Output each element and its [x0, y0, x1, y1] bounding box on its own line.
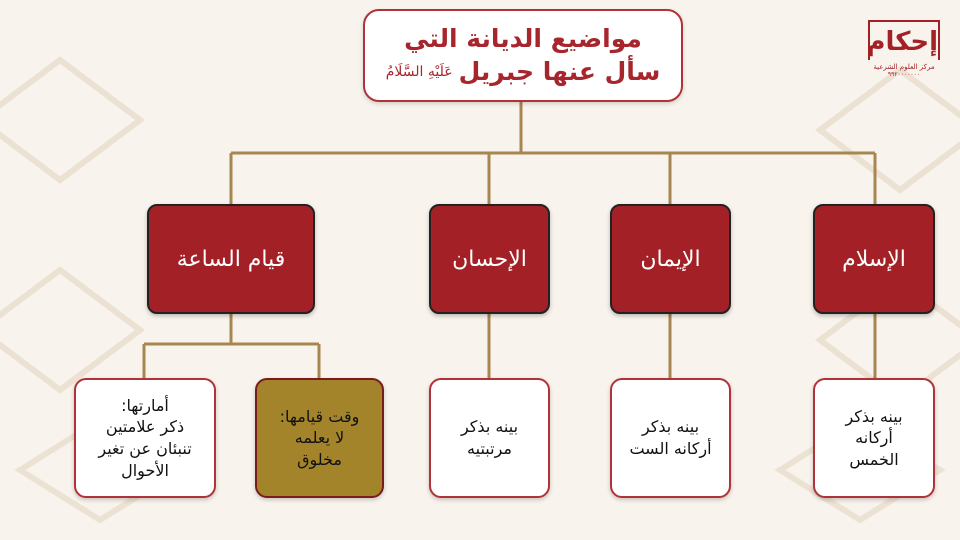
detail-hour-signs: أمارتها: ذكر علامتين تنبئان عن تغير الأح…	[74, 378, 216, 498]
brand-logo: إحكام مركز العلوم الشرعية ٩٩٢٠٠٠٠٠٠٠	[864, 20, 944, 90]
honorific-mark: عَلَيْهِ السَّلَامُ	[385, 63, 453, 80]
node-islam: الإسلام	[813, 204, 935, 314]
detail-ihsan: بينه بذكر مرتبتيه	[429, 378, 550, 498]
node-ihsan: الإحسان	[429, 204, 550, 314]
node-iman: الإيمان	[610, 204, 731, 314]
node-hour: قيام الساعة	[147, 204, 315, 314]
node-islam-label: الإسلام	[842, 246, 906, 272]
node-iman-label: الإيمان	[640, 246, 701, 272]
node-ihsan-label: الإحسان	[452, 246, 527, 272]
detail-iman: بينه بذكر أركانه الست	[610, 378, 731, 498]
diagram-title: مواضيع الديانة التي سأل عنها جبريل عَلَي…	[363, 9, 683, 102]
logo-subtitle: مركز العلوم الشرعية	[873, 63, 935, 71]
detail-islam: بينه بذكر أركانه الخمس	[813, 378, 935, 498]
title-line-2-row: سأل عنها جبريل عَلَيْهِ السَّلَامُ	[386, 56, 661, 89]
title-line-1: مواضيع الديانة التي	[404, 24, 642, 53]
logo-contact: ٩٩٢٠٠٠٠٠٠٠	[887, 71, 921, 78]
detail-hour-time: وقت قيامها: لا يعلمه مخلوق	[255, 378, 384, 498]
logo-mark: إحكام	[866, 20, 940, 60]
node-hour-label: قيام الساعة	[176, 246, 286, 272]
title-line-2: سأل عنها جبريل	[458, 56, 661, 86]
